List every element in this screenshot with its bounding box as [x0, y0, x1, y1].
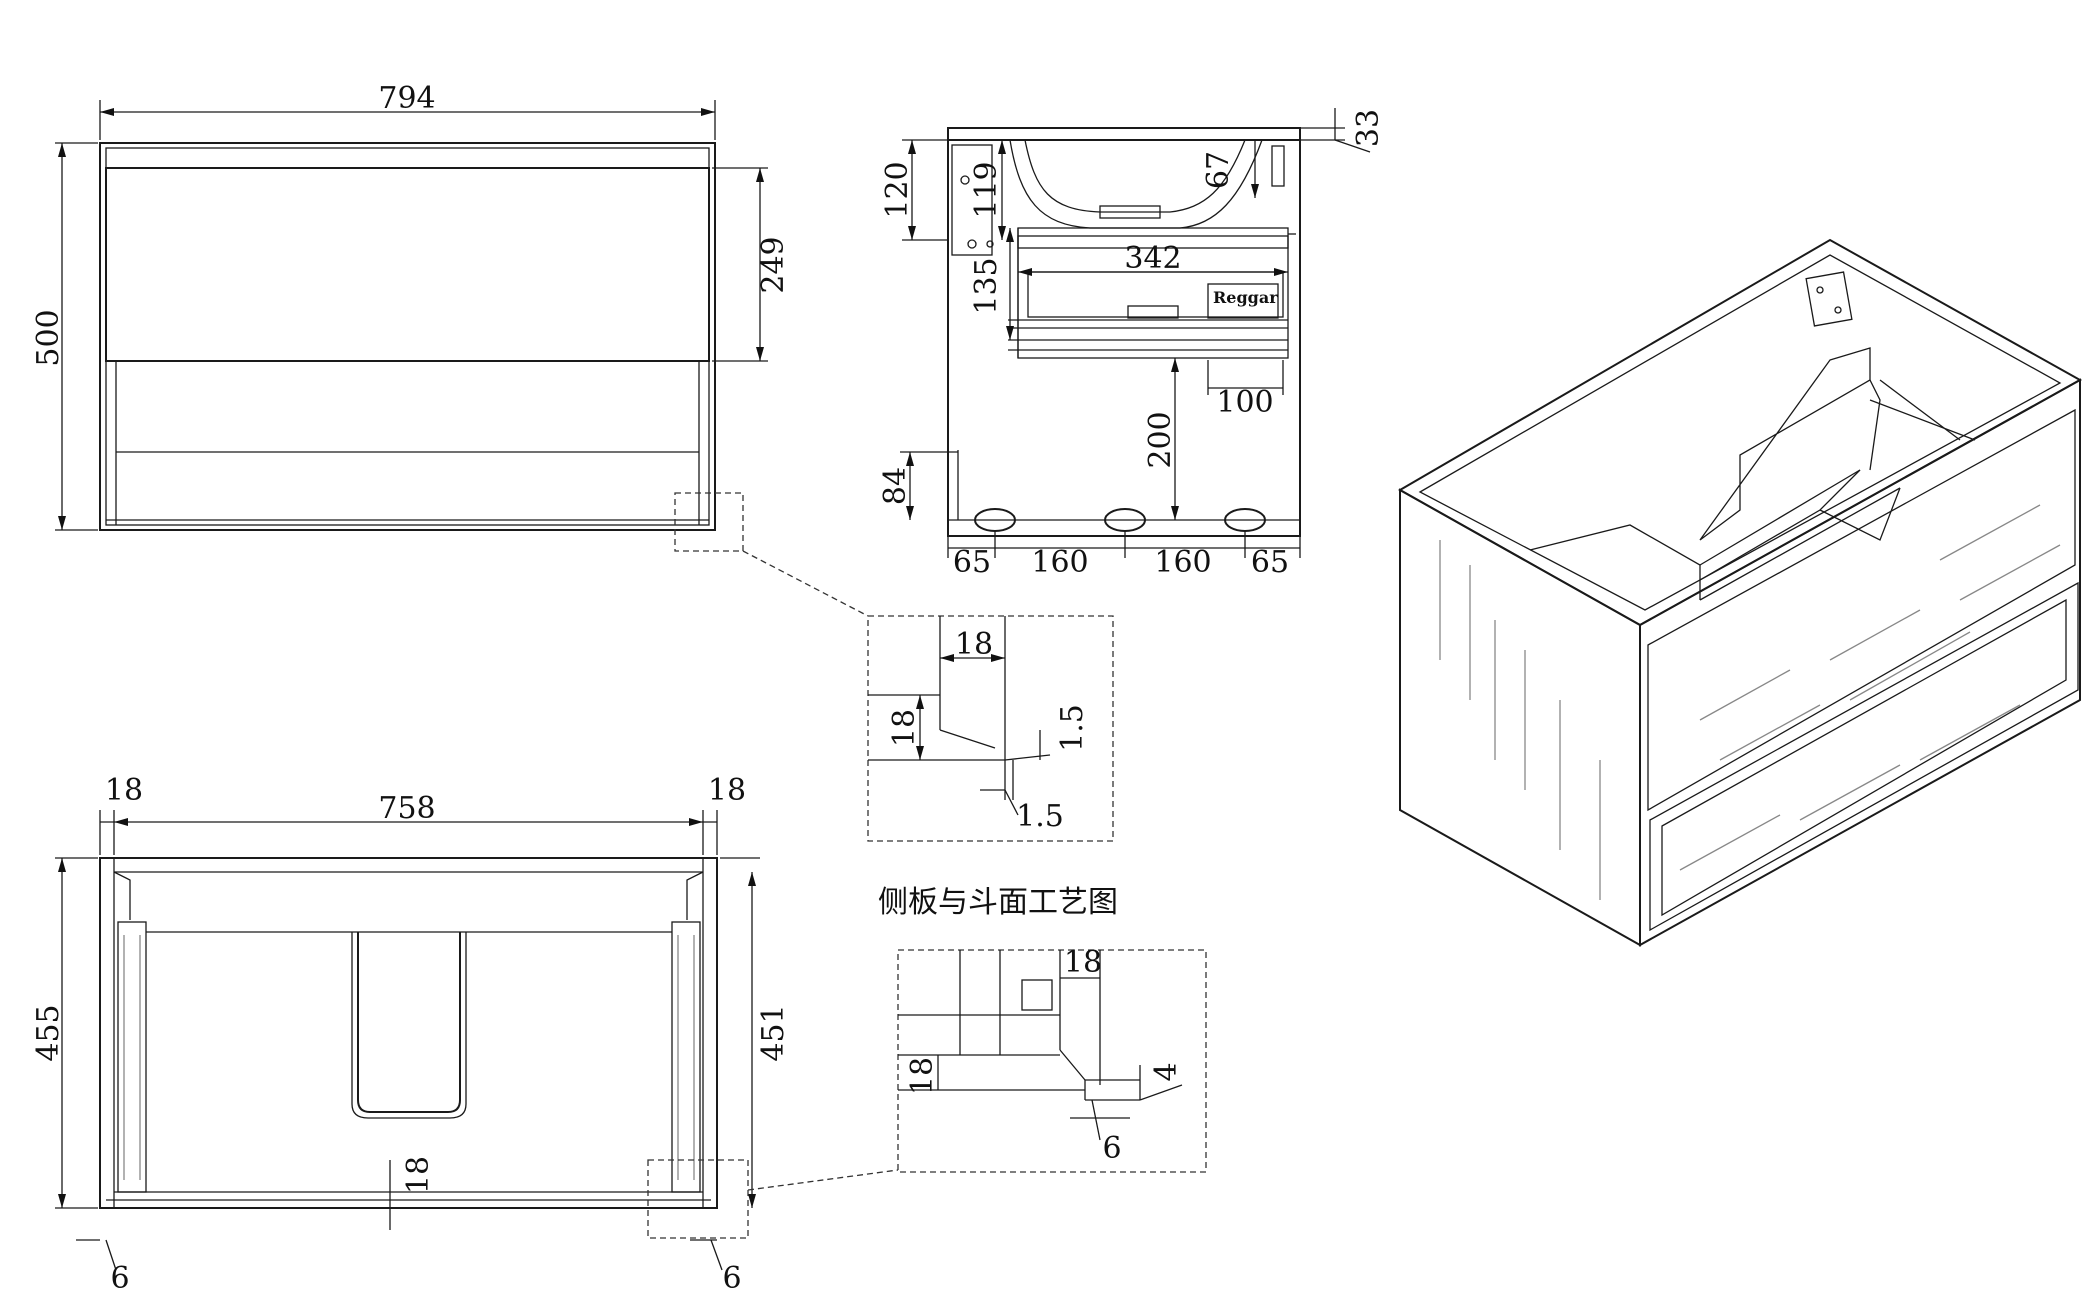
- foot-spacing-2: 160: [1031, 545, 1088, 580]
- foot-spacing-3: 160: [1154, 545, 1211, 580]
- detail1-dim-18-v: 18: [887, 709, 922, 747]
- top-left-offset-label: 6: [110, 1261, 129, 1296]
- detail2-dim-6: 6: [1102, 1131, 1121, 1166]
- top-view: 18 758 18 455 451 18 6 6: [31, 773, 899, 1296]
- top-inner-depth-label: 451: [756, 1004, 791, 1061]
- detail1-dim-18-h: 18: [955, 627, 993, 662]
- side-dim-135: 135: [969, 257, 1004, 314]
- top-inner-width-label: 758: [378, 791, 435, 826]
- top-cabinet-outline: [99, 857, 718, 1209]
- side-dim-84: 84: [878, 467, 913, 505]
- detail-title: 侧板与斗面工艺图: [878, 885, 1118, 920]
- brand-label: Reggar: [1213, 288, 1278, 307]
- detail1-dim-15-h: 1.5: [1016, 799, 1064, 834]
- side-dim-120: 120: [880, 161, 915, 218]
- side-view: Reggar 33 120 119 67: [878, 108, 1386, 580]
- front-height-label: 500: [31, 309, 66, 366]
- front-drawer: [105, 167, 710, 362]
- detail-2: 18 18 4 6: [897, 945, 1207, 1173]
- detail2-dim-18-left: 18: [905, 1057, 940, 1095]
- front-view: 794 500 249: [31, 81, 869, 617]
- side-cabinet-outline: [947, 127, 1301, 537]
- detail2-dim-4: 4: [1149, 1062, 1184, 1081]
- side-dim-67: 67: [1201, 151, 1236, 189]
- isometric-view: [1397, 238, 2083, 947]
- front-width-label: 794: [378, 81, 435, 116]
- side-dim-119: 119: [969, 161, 1004, 218]
- top-right-panel-label: 18: [708, 773, 746, 808]
- top-back-panel-label: 18: [401, 1156, 436, 1194]
- detail1-dim-15-v: 1.5: [1055, 704, 1090, 752]
- top-depth-label: 455: [31, 1004, 66, 1061]
- side-dim-200: 200: [1143, 411, 1178, 468]
- detail2-dim-18-top: 18: [1064, 945, 1102, 980]
- foot-spacing-1: 65: [953, 545, 991, 580]
- front-drawer-height-label: 249: [756, 236, 791, 293]
- foot-spacing-4: 65: [1251, 545, 1289, 580]
- side-dim-342: 342: [1124, 241, 1181, 276]
- side-dim-33: 33: [1351, 109, 1386, 147]
- top-left-panel-label: 18: [105, 773, 143, 808]
- front-cabinet-outline: [99, 142, 716, 531]
- top-right-offset-label: 6: [722, 1261, 741, 1296]
- side-dim-100: 100: [1216, 385, 1273, 420]
- detail-1: 18 18 1.5 1.5: [867, 615, 1114, 842]
